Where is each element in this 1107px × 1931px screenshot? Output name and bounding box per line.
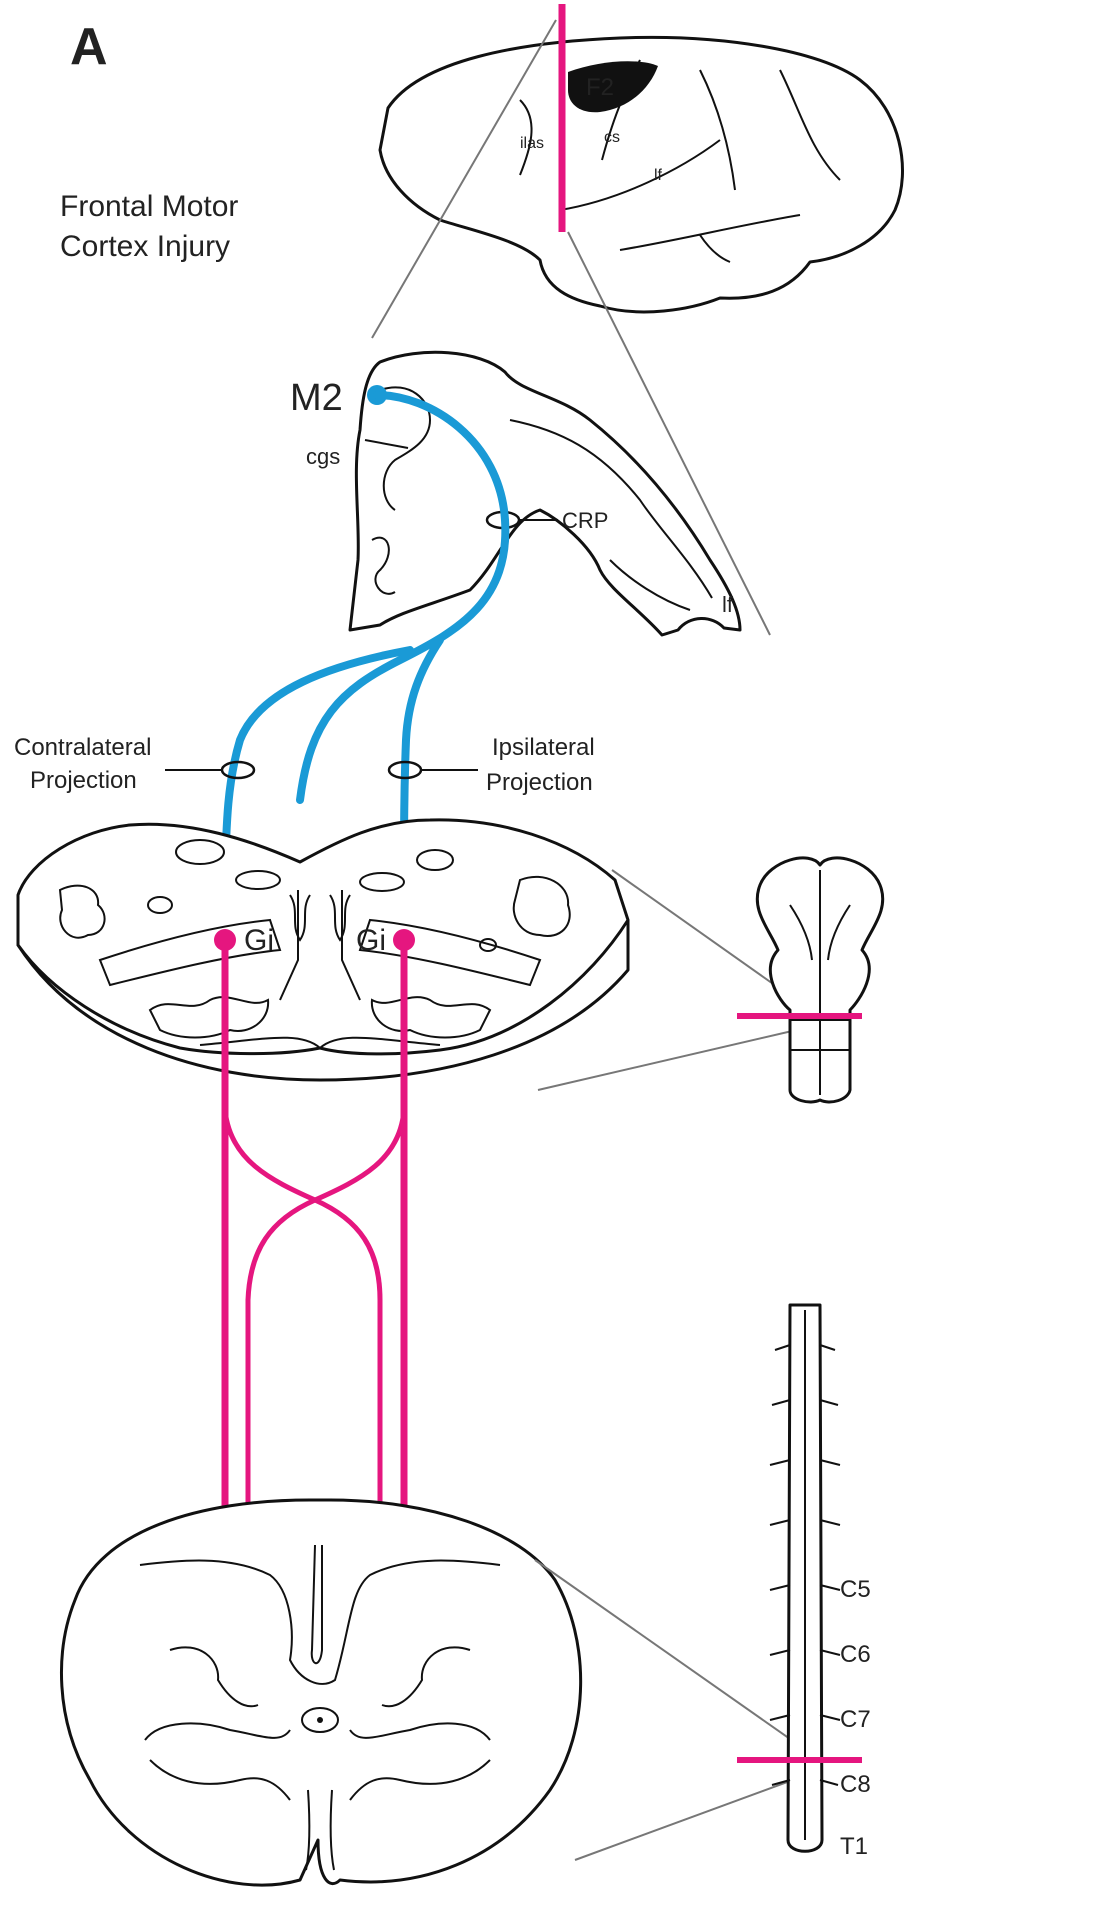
injury-title-line1: Frontal Motor [60,190,238,223]
contralateral-label-line1: Contralateral [14,734,151,761]
cgs-label: cgs [306,444,340,469]
spinal-level-c6: C6 [840,1641,871,1668]
guide-line [538,1028,805,1090]
gi-label-right: Gi [356,924,386,957]
panel-letter: A [70,18,108,76]
crp-label: CRP [562,508,608,533]
ipsilateral-label-line2: Projection [486,769,593,796]
spinal-level-c8: C8 [840,1771,871,1798]
ipsilateral-label-line1: Ipsilateral [492,734,595,761]
injury-title-line2: Cortex Injury [60,230,230,263]
m2-label: M2 [290,377,343,419]
spinal-level-c7: C7 [840,1706,871,1733]
f2-label: F2 [586,74,614,101]
contralateral-label-line2: Projection [30,767,137,794]
mini-brainstem [737,858,883,1102]
cs-label: cs [604,129,620,146]
guide-line [575,1770,820,1860]
mini-spinal-cord: C5 C6 C7 C8 T1 [737,1305,871,1860]
coronal-outline [350,352,740,635]
spinal-level-t1: T1 [840,1833,868,1860]
spinal-section [61,1500,580,1885]
ilas-label: ilas [520,135,544,152]
central-canal-dot [317,1717,323,1723]
spinal-level-c5: C5 [840,1576,871,1603]
gi-label-left: Gi [244,924,274,957]
lateral-brain: F2 ilas cs lf [380,4,902,312]
brainstem-section: Gi Gi [18,820,628,1080]
lf-label-brain: lf [654,167,663,184]
lf-label-section: lf [722,592,734,617]
